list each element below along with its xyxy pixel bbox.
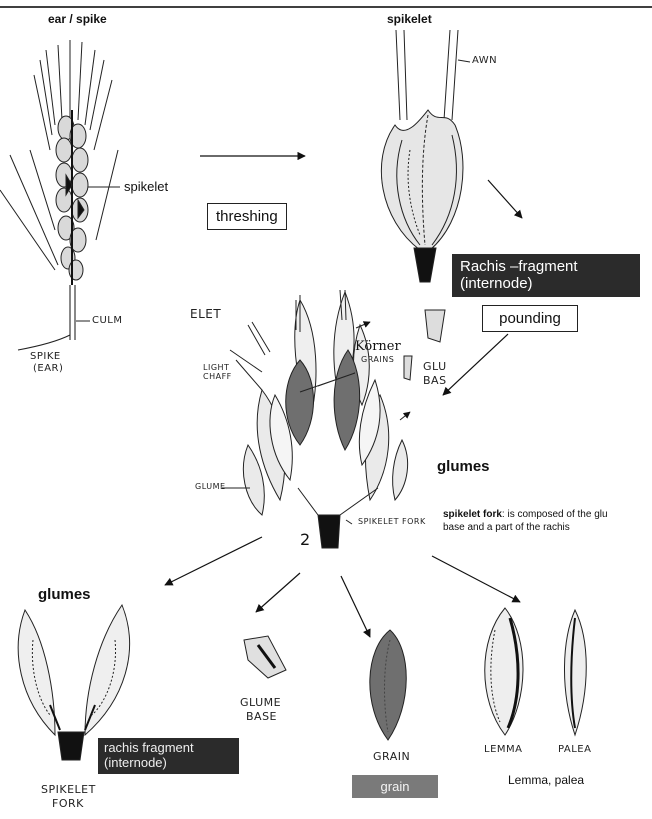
palea-drawing bbox=[564, 610, 586, 735]
glume-small-label: GLUME bbox=[195, 483, 226, 491]
grains-label: GRAINS bbox=[361, 356, 394, 364]
glu-label: GLU bbox=[423, 361, 447, 373]
glumes-left-label: glumes bbox=[38, 587, 91, 603]
glumes-right-label: glumes bbox=[437, 459, 490, 475]
fork-note-bold: spikelet fork bbox=[443, 509, 502, 520]
rachis-fragment-box: Rachis –fragment (internode) bbox=[452, 254, 640, 297]
spikelet-label: spikelet bbox=[124, 180, 168, 194]
fork-note-text-1: : is composed of the glu bbox=[502, 509, 608, 520]
pounding-box: pounding bbox=[482, 305, 578, 332]
glumes-fork-drawing bbox=[18, 605, 129, 760]
palea-label: PALEA bbox=[558, 745, 591, 756]
spike-ear-label-1: SPIKE bbox=[30, 352, 61, 363]
lemma-label: LEMMA bbox=[484, 745, 523, 756]
rachis-fragment-small-line-1: rachis fragment bbox=[104, 741, 233, 756]
ear-spike-title: ear / spike bbox=[48, 13, 107, 26]
fork-note-line-2: base and a part of the rachis bbox=[443, 523, 570, 534]
awn-label: AWN bbox=[472, 56, 497, 67]
spike-ear-label-2: (EAR) bbox=[33, 364, 63, 375]
grain-label: GRAIN bbox=[373, 751, 410, 763]
bas-label: BAS bbox=[423, 375, 447, 387]
figure-number: 2 bbox=[300, 532, 310, 549]
culm-label: CULM bbox=[92, 316, 123, 327]
grain-box: grain bbox=[352, 775, 438, 798]
glume-base-drawing bbox=[244, 636, 286, 678]
grain-drawing bbox=[370, 630, 406, 740]
rachis-fragment-line-2: (internode) bbox=[460, 275, 632, 292]
lemma-palea-label: Lemma, palea bbox=[508, 774, 584, 787]
arrow-pounding bbox=[443, 334, 508, 395]
fork-note-line-1: spikelet fork: is composed of the glu bbox=[443, 510, 608, 521]
rachis-fragment-line-1: Rachis –fragment bbox=[460, 258, 632, 275]
spikelet-fork-small-label: SPIKELET FORK bbox=[358, 518, 426, 526]
exploded-spikelet-drawing bbox=[222, 290, 445, 548]
ear-spike-drawing bbox=[0, 40, 120, 350]
bottom-arrows bbox=[165, 537, 520, 637]
threshing-box: threshing bbox=[207, 203, 287, 230]
spikelet-drawing bbox=[381, 30, 470, 282]
glume-base-label-2: BASE bbox=[246, 711, 277, 723]
elet-label: ELET bbox=[190, 308, 221, 321]
spikelet-fork-bottom-label-1: SPIKELET bbox=[41, 784, 96, 796]
rachis-fragment-small-line-2: (internode) bbox=[104, 756, 233, 771]
glume-base-label-1: GLUME bbox=[240, 697, 281, 709]
korner-label: Körner bbox=[355, 340, 401, 354]
spikelet-fork-bottom-label-2: FORK bbox=[52, 798, 84, 810]
arrow-to-rachis bbox=[488, 180, 522, 218]
rachis-fragment-small-box: rachis fragment (internode) bbox=[98, 738, 239, 774]
light-chaff-label-2: CHAFF bbox=[203, 373, 232, 381]
lemma-drawing bbox=[485, 608, 523, 735]
spikelet-title: spikelet bbox=[387, 13, 432, 26]
